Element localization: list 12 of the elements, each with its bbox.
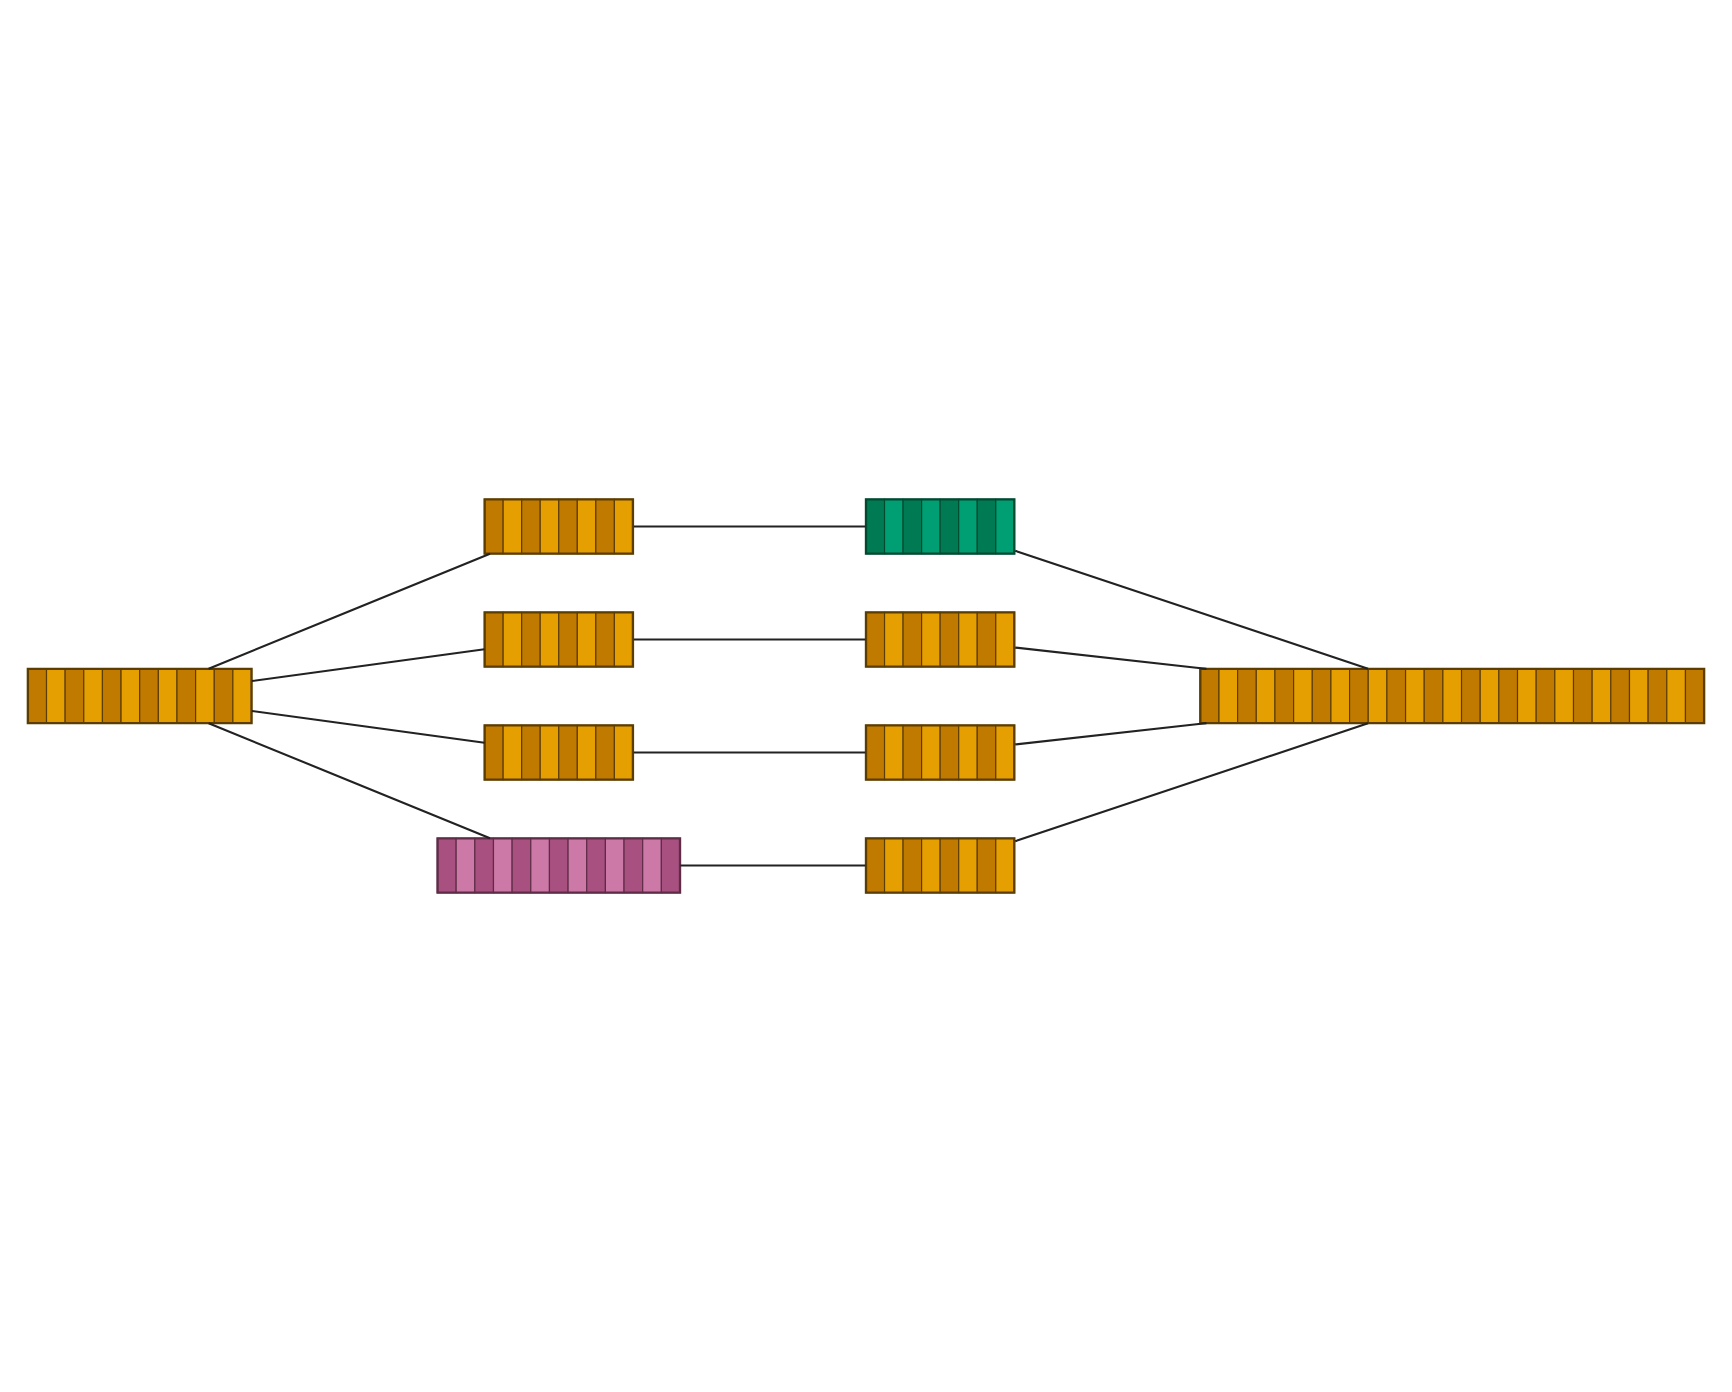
connector [1015, 722, 1207, 746]
connector [1014, 722, 1369, 843]
connector [1015, 646, 1207, 670]
connector [633, 638, 866, 641]
connector [633, 751, 866, 754]
connector [1014, 549, 1369, 670]
connector [208, 722, 491, 840]
connector [680, 864, 866, 867]
connector [251, 709, 485, 744]
connector [633, 525, 866, 528]
connector [251, 648, 485, 683]
connector [208, 552, 491, 670]
